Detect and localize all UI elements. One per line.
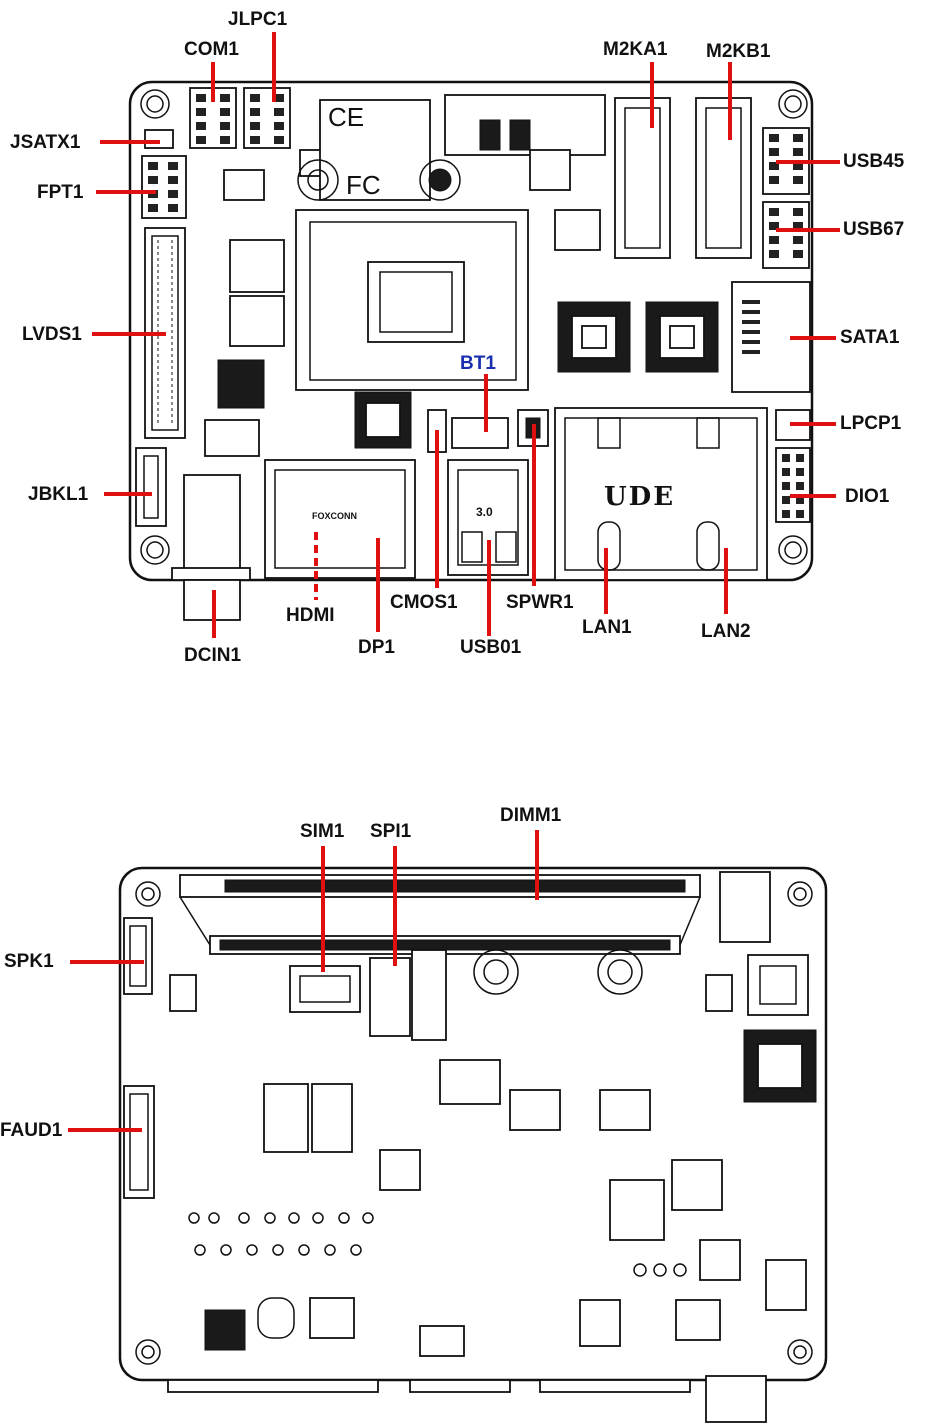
dimm1-slot	[169, 874, 733, 1012]
label-lvds1: LVDS1	[22, 324, 82, 345]
label-jlpc1: JLPC1	[228, 9, 288, 30]
bottom-board	[68, 830, 828, 1423]
label-lpcp1: LPCP1	[840, 413, 902, 434]
mid-chip	[354, 391, 412, 449]
label-spk1: SPK1	[4, 951, 54, 972]
top-components	[444, 94, 606, 251]
mounting-holes-bottom	[135, 881, 813, 1365]
faud1-connector	[123, 1085, 155, 1199]
label-dimm1: DIMM1	[500, 805, 562, 826]
label-lan1: LAN1	[582, 617, 632, 638]
top-board	[92, 32, 840, 638]
label-dio1: DIO1	[845, 486, 890, 507]
label-com1: COM1	[184, 39, 239, 60]
bottom-right-chips	[719, 871, 817, 1103]
jsatx1-connector	[144, 129, 174, 149]
spi1-chip	[369, 957, 411, 1037]
label-m2ka1: M2KA1	[603, 39, 668, 60]
m2ka1-slot	[614, 97, 671, 259]
label-hdmi: HDMI	[286, 605, 335, 626]
lan-controller-chips	[557, 301, 719, 373]
label-jsatx1: JSATX1	[10, 132, 81, 153]
standoff-right	[419, 159, 461, 201]
fpt1-header	[141, 155, 187, 219]
label-usb45: USB45	[843, 151, 905, 172]
m2kb1-slot	[695, 97, 752, 259]
label-sata1: SATA1	[840, 327, 900, 348]
hdmi-dp-connector	[264, 459, 416, 579]
label-bt1: BT1	[460, 353, 496, 374]
standoff-left	[297, 159, 339, 201]
sim1-slot	[289, 965, 361, 1013]
usb67-header	[762, 201, 810, 269]
dio1-header	[775, 447, 811, 523]
label-spi1: SPI1	[370, 821, 412, 842]
label-usb01: USB01	[460, 637, 522, 658]
label-m2kb1: M2KB1	[706, 41, 771, 62]
top-callout-lines	[92, 32, 840, 638]
via-dots	[188, 1212, 687, 1277]
silkscreen-foxconn: FOXCONN	[312, 511, 357, 521]
label-jbkl1: JBKL1	[28, 484, 89, 505]
silkscreen-usb-version: 3.0	[476, 505, 493, 519]
bt1-connector	[451, 417, 509, 449]
label-dp1: DP1	[358, 637, 395, 658]
label-usb67: USB67	[843, 219, 905, 240]
label-lan2: LAN2	[701, 621, 751, 642]
dcin1-jack	[171, 474, 251, 621]
label-spwr1: SPWR1	[506, 592, 574, 613]
silkscreen-fc: FC	[346, 170, 381, 200]
silkscreen-lan-logo: UDE	[604, 482, 676, 512]
mounting-holes-top	[140, 89, 808, 565]
label-dcin1: DCIN1	[184, 645, 242, 666]
label-faud1: FAUD1	[0, 1120, 63, 1141]
label-sim1: SIM1	[300, 821, 345, 842]
cpu-heatsink	[295, 209, 529, 391]
bottom-edge-connectors	[167, 1375, 767, 1423]
label-cmos1: CMOS1	[390, 592, 458, 613]
label-fpt1: FPT1	[37, 182, 84, 203]
bottom-misc-components	[204, 1059, 807, 1357]
spk1-connector	[123, 917, 153, 995]
rj45-lan-connector	[554, 407, 768, 581]
jlpc1-header	[243, 87, 291, 149]
jbkl1-connector	[135, 447, 167, 527]
bottom-callout-lines	[68, 830, 539, 1132]
standoff-bottom-left	[473, 949, 519, 995]
standoff-bottom-right	[597, 949, 643, 995]
silkscreen-ce: CE	[328, 102, 365, 132]
